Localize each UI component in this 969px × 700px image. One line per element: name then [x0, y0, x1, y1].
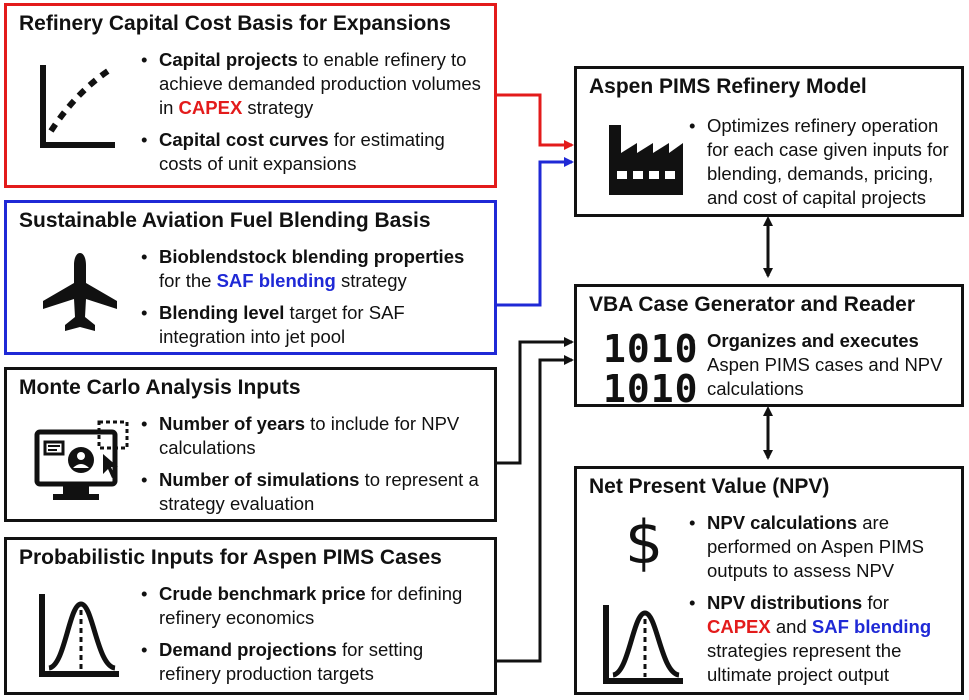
- bullet-item: NPV distributions for CAPEX and SAF blen…: [689, 591, 954, 687]
- probabilistic-inputs-box: Probabilistic Inputs for Aspen PIMS Case…: [4, 537, 497, 695]
- bullet-item: Crude benchmark price for defining refin…: [141, 582, 486, 630]
- bullet-list: Optimizes refinery operation for each ca…: [689, 114, 954, 218]
- bullet-item: Blending level target for SAF integratio…: [141, 301, 486, 349]
- box-title: Sustainable Aviation Fuel Blending Basis: [19, 209, 431, 232]
- box-title: Refinery Capital Cost Basis for Expansio…: [19, 12, 451, 35]
- bullet-list: Bioblendstock blending properties for th…: [141, 245, 486, 357]
- box-title: VBA Case Generator and Reader: [589, 293, 916, 316]
- npv-box: Net Present Value (NPV) $ NPV calculatio…: [574, 466, 964, 695]
- bullet-item: Demand projections for setting refinery …: [141, 638, 486, 686]
- bullet-list: Number of years to include for NPV calcu…: [141, 412, 486, 524]
- bullet-list: Crude benchmark price for defining refin…: [141, 582, 486, 694]
- bullet-item: Capital cost curves for estimating costs…: [141, 128, 486, 176]
- bullet-list: NPV calculations are performed on Aspen …: [689, 511, 954, 695]
- binary-icon: 1010 1010: [603, 329, 699, 409]
- box-title: Net Present Value (NPV): [589, 475, 830, 498]
- probabilistic-to-vba-arrow: [497, 355, 574, 663]
- capital-cost-box: Refinery Capital Cost Basis for Expansio…: [4, 3, 497, 188]
- capital-to-aspen-arrow: [497, 93, 574, 150]
- vba-case-generator-box: VBA Case Generator and Reader 1010 1010 …: [574, 284, 964, 409]
- distribution-curve-icon: [603, 605, 683, 684]
- bullet-item: NPV calculations are performed on Aspen …: [689, 511, 954, 583]
- bullet-list: Organizes and executes Aspen PIMS cases …: [689, 329, 954, 409]
- box-title: Probabilistic Inputs for Aspen PIMS Case…: [19, 546, 442, 569]
- aspen-pims-box: Aspen PIMS Refinery Model Optimizes refi…: [574, 66, 964, 217]
- bullet-item: Capital projects to enable refinery to a…: [141, 48, 486, 120]
- monte-carlo-box: Monte Carlo Analysis Inputs Number of ye…: [4, 367, 497, 522]
- factory-icon: [609, 125, 683, 195]
- bullet-item: Number of years to include for NPV calcu…: [141, 412, 486, 460]
- bullet-item: Number of simulations to represent a str…: [141, 468, 486, 516]
- binary-line: 1010: [603, 367, 699, 411]
- computer-user-icon: [34, 420, 129, 500]
- binary-line: 1010: [603, 327, 699, 371]
- bullet-item: Organizes and executes Aspen PIMS cases …: [689, 329, 954, 401]
- box-title: Aspen PIMS Refinery Model: [589, 75, 867, 98]
- bullet-item: Bioblendstock blending properties for th…: [141, 245, 486, 293]
- bullet-list: Capital projects to enable refinery to a…: [141, 48, 486, 184]
- montecarlo-to-vba-arrow: [497, 337, 574, 465]
- saf-blending-box: Sustainable Aviation Fuel Blending Basis…: [4, 200, 497, 355]
- distribution-curve-icon: [39, 594, 119, 677]
- box-title: Monte Carlo Analysis Inputs: [19, 376, 301, 399]
- bullet-item: Optimizes refinery operation for each ca…: [689, 114, 954, 210]
- dollar-icon: $: [625, 508, 664, 578]
- saf-to-aspen-arrow: [497, 157, 574, 307]
- cost-curve-icon: [40, 65, 115, 148]
- airplane-icon: [43, 253, 117, 331]
